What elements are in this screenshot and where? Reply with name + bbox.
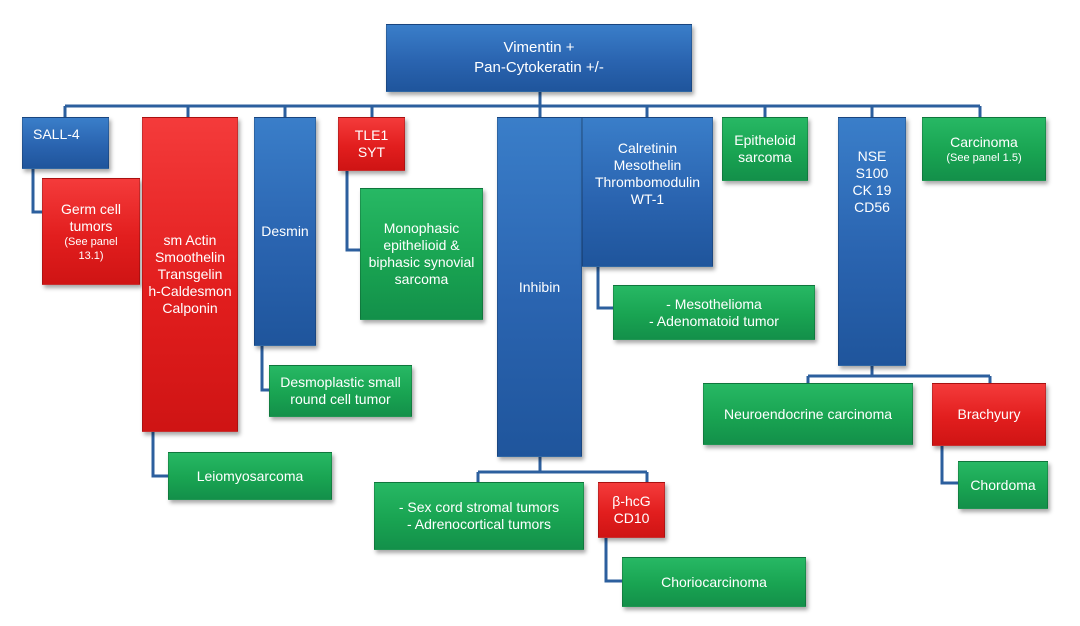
node-leiomyosarcoma: Leiomyosarcoma <box>168 452 332 500</box>
node-root-line-1: Vimentin + <box>503 39 575 56</box>
node-inhibin: Inhibin <box>497 117 582 457</box>
node-chordoma: Chordoma <box>958 461 1048 509</box>
node-neuroendocrine-line-1: Neuroendocrine carcinoma <box>723 405 893 422</box>
node-desmoplastic-line-1: Desmoplastic small <box>280 374 401 390</box>
node-epitheloid-line-1: Epitheloid <box>734 132 796 148</box>
node-sm-actin-line-5: Calponin <box>162 300 218 316</box>
node-sex-cord-line-2: - Adrenocortical tumors <box>407 516 551 532</box>
node-sm-actin-line-2: Smoothelin <box>154 249 226 265</box>
node-bhcg-line-1: β-hcG <box>612 493 651 509</box>
node-sall4: SALL-4 <box>22 117 109 169</box>
node-sm-actin-line-3: Transgelin <box>157 266 223 282</box>
node-germ-cell-note-1: (See panel <box>64 235 118 248</box>
node-synovial-line-3: biphasic synovial <box>368 254 475 270</box>
node-calretinin: Calretinin Mesothelin Thrombomodulin WT-… <box>582 117 713 267</box>
node-germ-cell-line-2: tumors <box>69 217 113 234</box>
node-sm-actin-line-4: h-Caldesmon <box>148 283 232 299</box>
node-synovial-line-2: epithelioid & <box>383 237 460 253</box>
node-sex-cord-line-1: - Sex cord stromal tumors <box>398 499 560 515</box>
node-sall4-line-1: SALL-4 <box>33 126 80 142</box>
node-desmoplastic: Desmoplastic small round cell tumor <box>269 365 412 417</box>
node-bhcg-line-2: CD10 <box>613 510 650 526</box>
node-leiomyosarcoma-line-1: Leiomyosarcoma <box>196 467 304 484</box>
connector-bhcg-chorio <box>604 538 622 583</box>
node-brachyury: Brachyury <box>932 383 1046 446</box>
connector-brachyury-chordoma <box>940 446 958 485</box>
connector-tle1-synovial <box>345 171 360 252</box>
node-desmin-line-1: Desmin <box>261 223 309 239</box>
node-tle1-line-1: TLE1 <box>354 127 389 143</box>
connector-inhibin-children <box>476 457 649 482</box>
node-germ-cell-line-1: Germ cell <box>61 200 121 217</box>
node-carcinoma-note-1: (See panel 1.5) <box>946 151 1022 164</box>
node-sm-actin-line-1: sm Actin <box>163 232 217 248</box>
node-chordoma-line-1: Chordoma <box>970 476 1036 493</box>
node-nse-line-4: CD56 <box>854 199 890 215</box>
node-synovial-line-4: sarcoma <box>394 271 449 287</box>
node-sex-cord: - Sex cord stromal tumors - Adrenocortic… <box>374 482 584 550</box>
connector-smactin-leio <box>151 432 168 478</box>
node-nse: NSE S100 CK 19 CD56 <box>838 117 906 366</box>
node-choriocarcinoma: Choriocarcinoma <box>622 557 806 607</box>
connector-desmin-desmoplastic <box>260 346 269 392</box>
node-nse-line-3: CK 19 <box>852 182 892 198</box>
node-tle1-syt: TLE1 SYT <box>338 117 405 171</box>
node-epitheloid-sarcoma: Epitheloid sarcoma <box>722 117 808 181</box>
node-carcinoma: Carcinoma (See panel 1.5) <box>922 117 1046 181</box>
connector-calretinin-meso <box>596 267 613 310</box>
node-nse-line-2: S100 <box>855 165 889 181</box>
node-bhcg-cd10: β-hcG CD10 <box>598 482 665 538</box>
node-brachyury-line-1: Brachyury <box>957 406 1021 422</box>
node-epitheloid-line-2: sarcoma <box>738 149 792 165</box>
node-mesothelioma-line-1: - Mesothelioma <box>666 295 762 312</box>
node-choriocarcinoma-line-1: Choriocarcinoma <box>661 573 767 590</box>
node-neuroendocrine-carcinoma: Neuroendocrine carcinoma <box>703 383 913 445</box>
node-tle1-line-2: SYT <box>357 144 386 160</box>
node-inhibin-line-1: Inhibin <box>518 278 561 295</box>
node-desmoplastic-line-2: round cell tumor <box>290 391 391 407</box>
connector-nse-children <box>806 366 992 383</box>
node-germ-cell-note-2: 13.1) <box>78 249 104 262</box>
node-nse-line-1: NSE <box>857 148 887 164</box>
node-calretinin-line-2: Mesothelin <box>613 157 682 173</box>
node-calretinin-line-3: Thrombomodulin <box>594 174 701 190</box>
node-root-line-2: Pan-Cytokeratin +/- <box>474 59 604 76</box>
node-sm-actin: sm Actin Smoothelin Transgelin h-Caldesm… <box>142 117 238 432</box>
node-mesothelioma-line-2: - Adenomatoid tumor <box>649 312 779 329</box>
node-desmin: Desmin <box>254 117 316 346</box>
node-synovial-sarcoma: Monophasic epithelioid & biphasic synovi… <box>360 188 483 320</box>
node-calretinin-line-1: Calretinin <box>617 140 678 156</box>
node-mesothelioma: - Mesothelioma - Adenomatoid tumor <box>613 285 815 340</box>
node-root: Vimentin + Pan-Cytokeratin +/- <box>386 24 692 92</box>
node-carcinoma-line-1: Carcinoma <box>950 133 1018 150</box>
node-calretinin-line-4: WT-1 <box>630 191 665 207</box>
node-germ-cell-tumors: Germ cell tumors (See panel 13.1) <box>42 178 140 285</box>
node-synovial-line-1: Monophasic <box>383 220 460 236</box>
connector-sall4-germcell <box>31 169 42 214</box>
